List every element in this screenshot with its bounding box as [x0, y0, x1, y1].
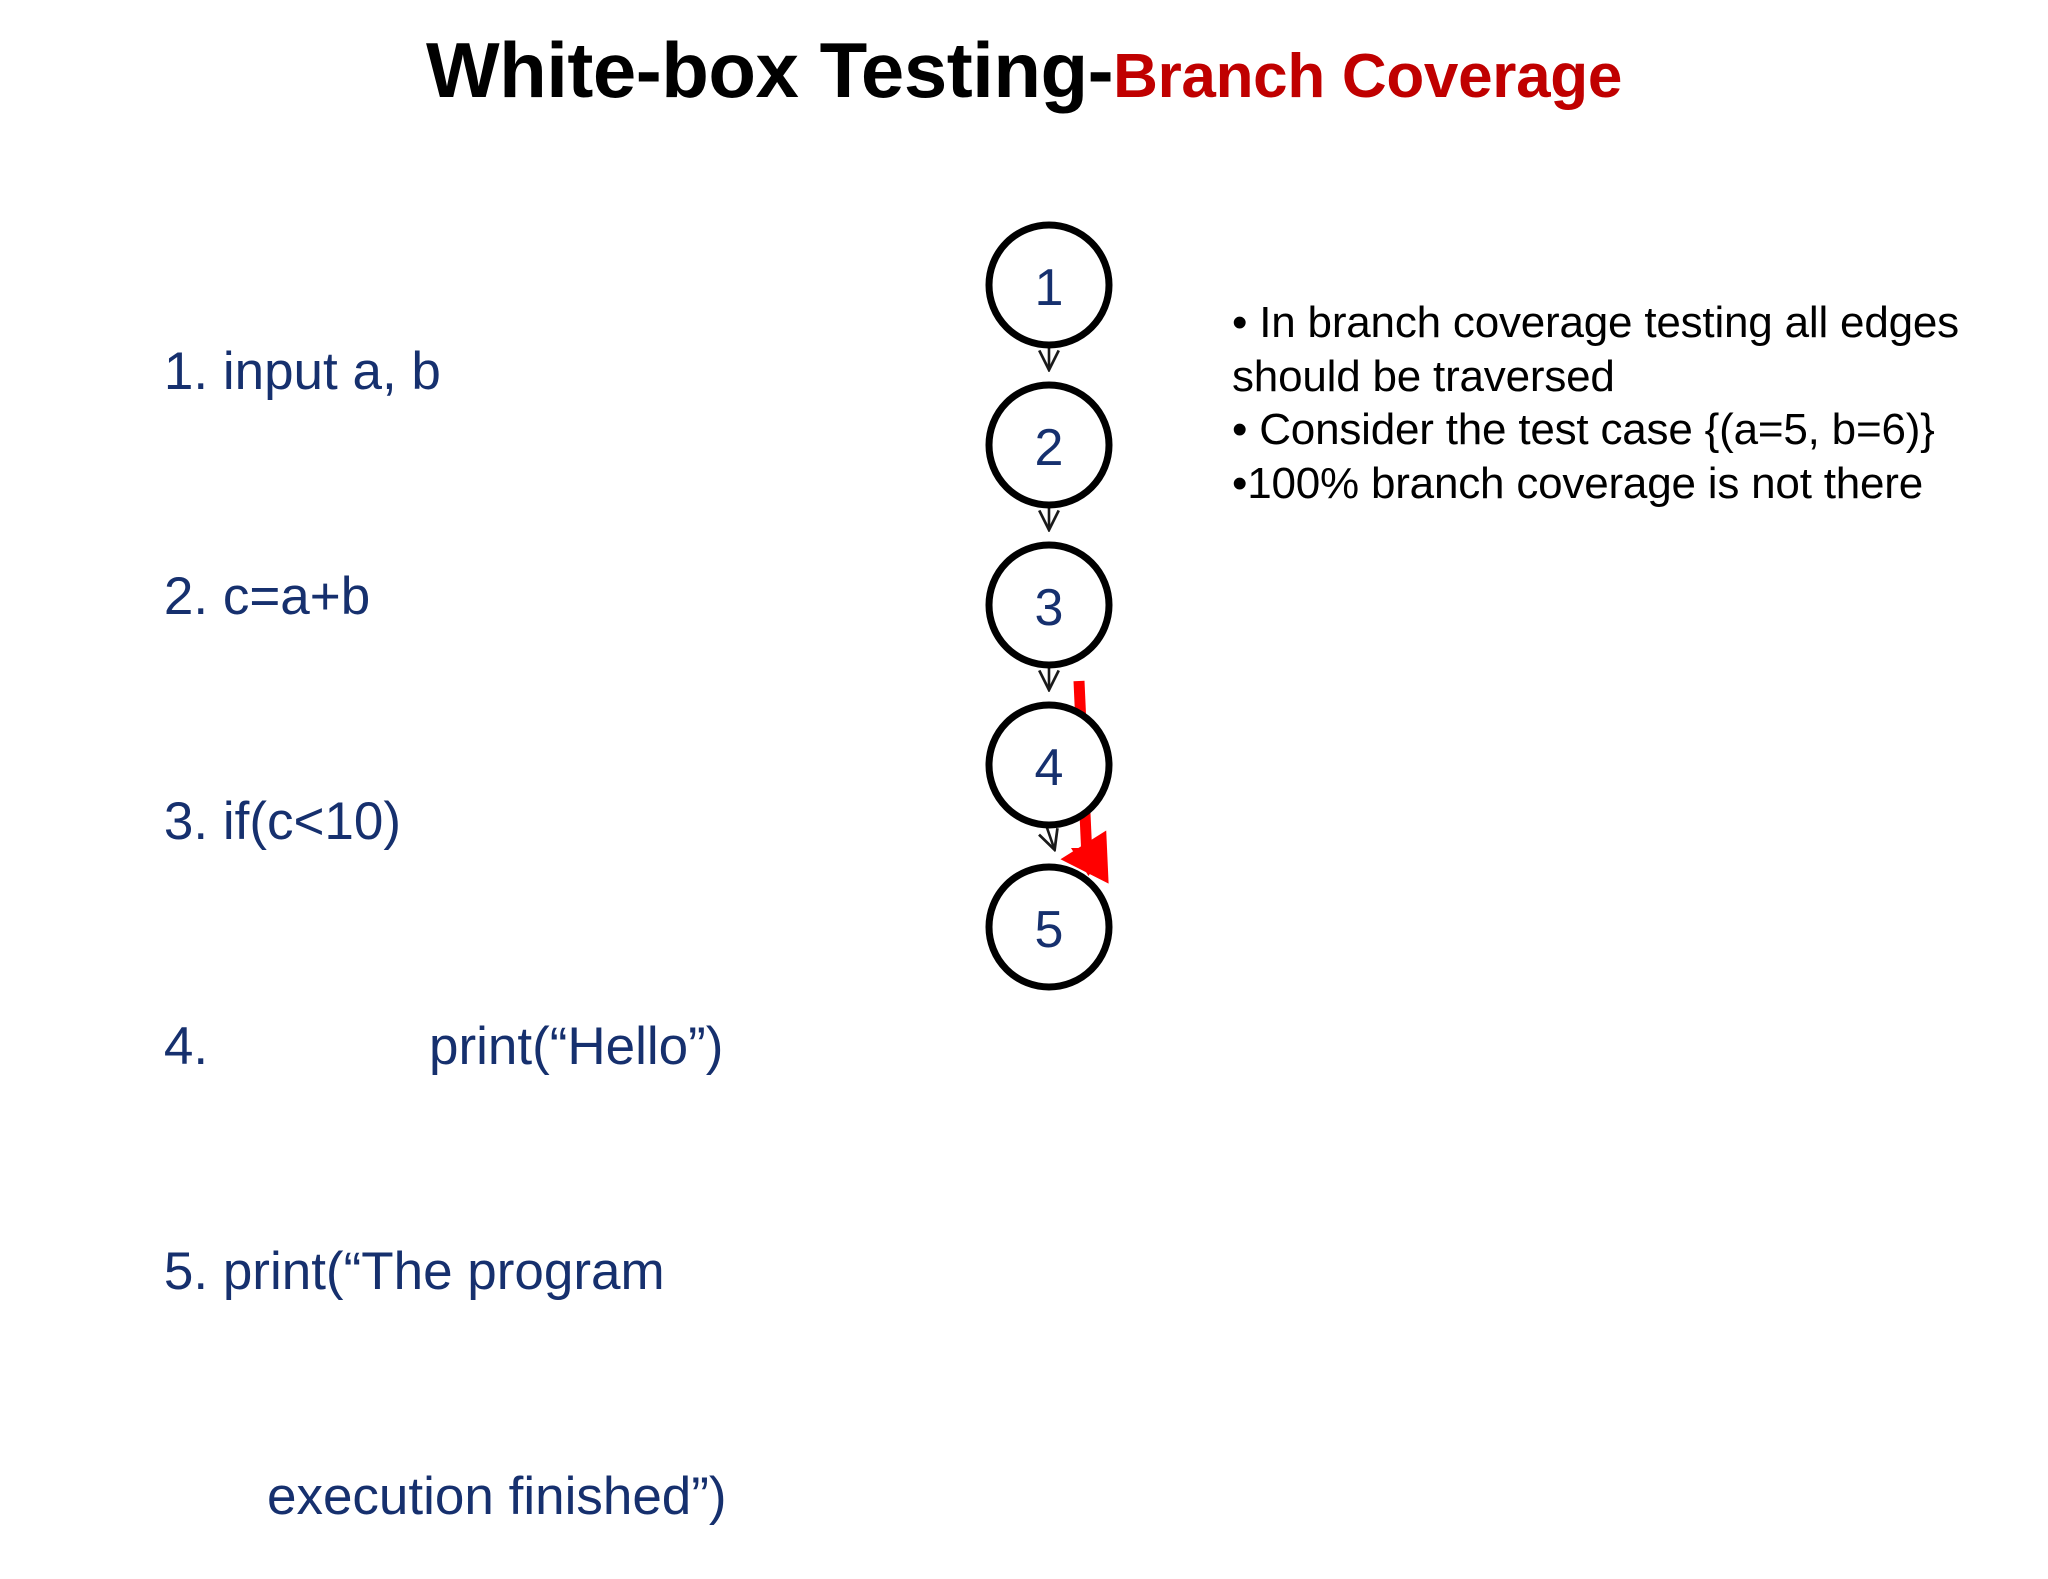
- code-line-5-text: 5. print(“The program: [163, 1242, 665, 1301]
- node-3-circle[interactable]: [985, 541, 1113, 669]
- code-line-1-text: 1. input a, b: [163, 342, 441, 401]
- page-title-main: White-box Testing-: [425, 26, 1114, 114]
- node-3[interactable]: 3: [985, 541, 1113, 669]
- node-1[interactable]: 1: [985, 221, 1113, 349]
- code-line-1: 1. input a, b: [105, 292, 865, 451]
- code-line-4: 4. print(“Hello”): [105, 967, 865, 1126]
- code-line-2: 2. c=a+b: [105, 517, 865, 676]
- code-line-4-text: 4. print(“Hello”): [163, 1017, 724, 1076]
- code-line-3-text: 3. if(c<10): [163, 792, 402, 851]
- node-5[interactable]: 5: [985, 863, 1113, 991]
- code-line-5-continuation-text: execution finished”): [163, 1467, 727, 1526]
- page-title: White-box Testing-Branch Coverage: [0, 29, 2048, 112]
- node-5-label: 5: [1035, 901, 1064, 959]
- node-2[interactable]: 2: [985, 381, 1113, 509]
- node-5-circle[interactable]: [985, 863, 1113, 991]
- node-1-circle[interactable]: [985, 221, 1113, 349]
- node-3-label: 3: [1035, 579, 1064, 637]
- notes-panel: • In branch coverage testing all edges s…: [1232, 296, 2032, 511]
- edge-4-5: [1046, 824, 1054, 848]
- flowchart-nodes: 1 2 3 4 5: [985, 221, 1113, 991]
- node-4-label: 4: [1035, 739, 1064, 797]
- code-line-5-continuation: execution finished”): [105, 1417, 865, 1576]
- flowchart-edges: [1046, 345, 1054, 848]
- page-title-accent: Branch Coverage: [1113, 42, 1623, 111]
- node-4[interactable]: 4: [985, 701, 1113, 829]
- note-bullet-1: • In branch coverage testing all edges s…: [1232, 298, 1959, 401]
- node-2-label: 2: [1035, 419, 1064, 477]
- control-flow-graph: 1 2 3 4 5: [930, 200, 1210, 1220]
- highlight-arrowhead-icon: [1071, 848, 1106, 876]
- node-1-label: 1: [1035, 259, 1064, 317]
- note-bullet-2: • Consider the test case {(a=5, b=6)}: [1232, 405, 1935, 455]
- code-listing: 1. input a, b 2. c=a+b 3. if(c<10) 4. pr…: [105, 292, 865, 1576]
- code-line-5: 5. print(“The program: [105, 1192, 865, 1351]
- note-bullet-3: •100% branch coverage is not there: [1232, 459, 1924, 509]
- code-line-2-text: 2. c=a+b: [163, 567, 371, 626]
- code-line-3: 3. if(c<10): [105, 742, 865, 901]
- node-2-circle[interactable]: [985, 381, 1113, 509]
- node-4-circle[interactable]: [985, 701, 1113, 829]
